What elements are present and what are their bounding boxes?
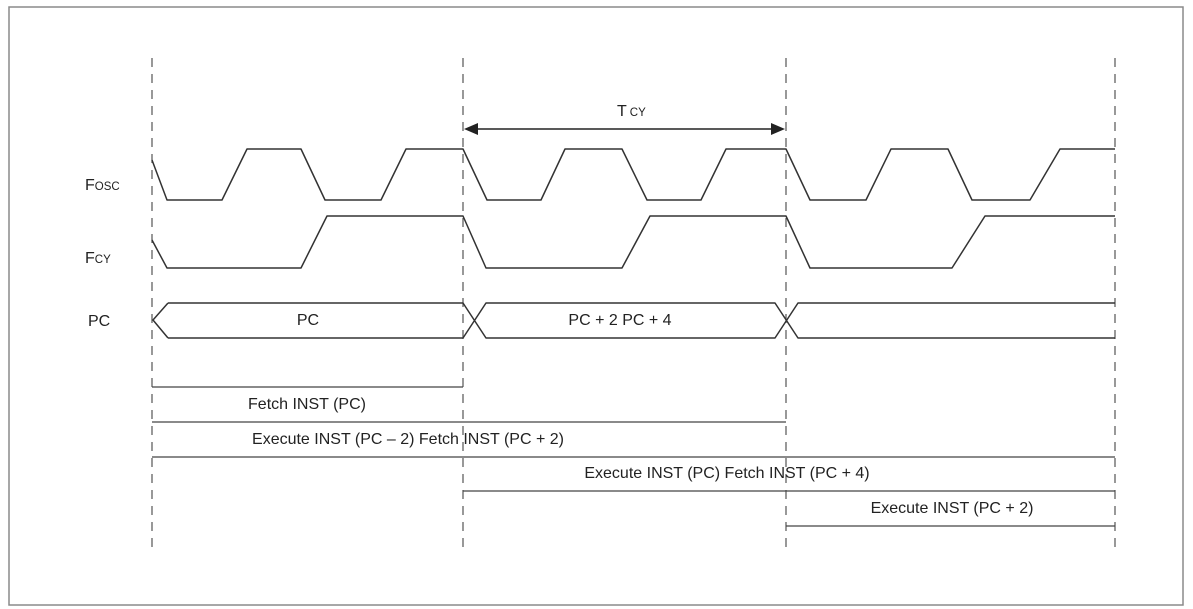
cycle-boundaries bbox=[151, 58, 1116, 552]
pipeline-row-1-label: Fetch INST (PC) bbox=[248, 396, 366, 413]
pc-bus: PC PC + 2 PC + 4 bbox=[152, 302, 1115, 339]
pipeline-row-3-label: Execute INST (PC) Fetch INST (PC + 4) bbox=[584, 465, 869, 482]
fcy-waveform bbox=[151, 215, 1115, 269]
pc-label: PC bbox=[88, 313, 110, 330]
pc-bus-upper-edge bbox=[168, 302, 1115, 339]
fosc-waveform bbox=[151, 148, 1115, 201]
pipeline-row-2-label: Execute INST (PC – 2) Fetch INST (PC + 2… bbox=[252, 431, 564, 448]
pc-bus-segment-1: PC bbox=[297, 312, 319, 329]
pc-bus-start-edge bbox=[152, 302, 169, 339]
fosc-label: FOSC bbox=[85, 177, 120, 194]
tcy-arrow-left-head bbox=[464, 123, 478, 135]
pc-bus-segment-2: PC + 2 PC + 4 bbox=[568, 312, 671, 329]
fcy-label: FCY bbox=[85, 250, 111, 267]
tcy-arrow-right-head bbox=[771, 123, 785, 135]
pc-bus-lower-edge bbox=[168, 302, 1115, 339]
pipeline-row-4-label: Execute INST (PC + 2) bbox=[871, 500, 1034, 517]
pipeline: Fetch INST (PC) Execute INST (PC – 2) Fe… bbox=[152, 386, 1115, 527]
diagram-frame bbox=[8, 6, 1184, 606]
